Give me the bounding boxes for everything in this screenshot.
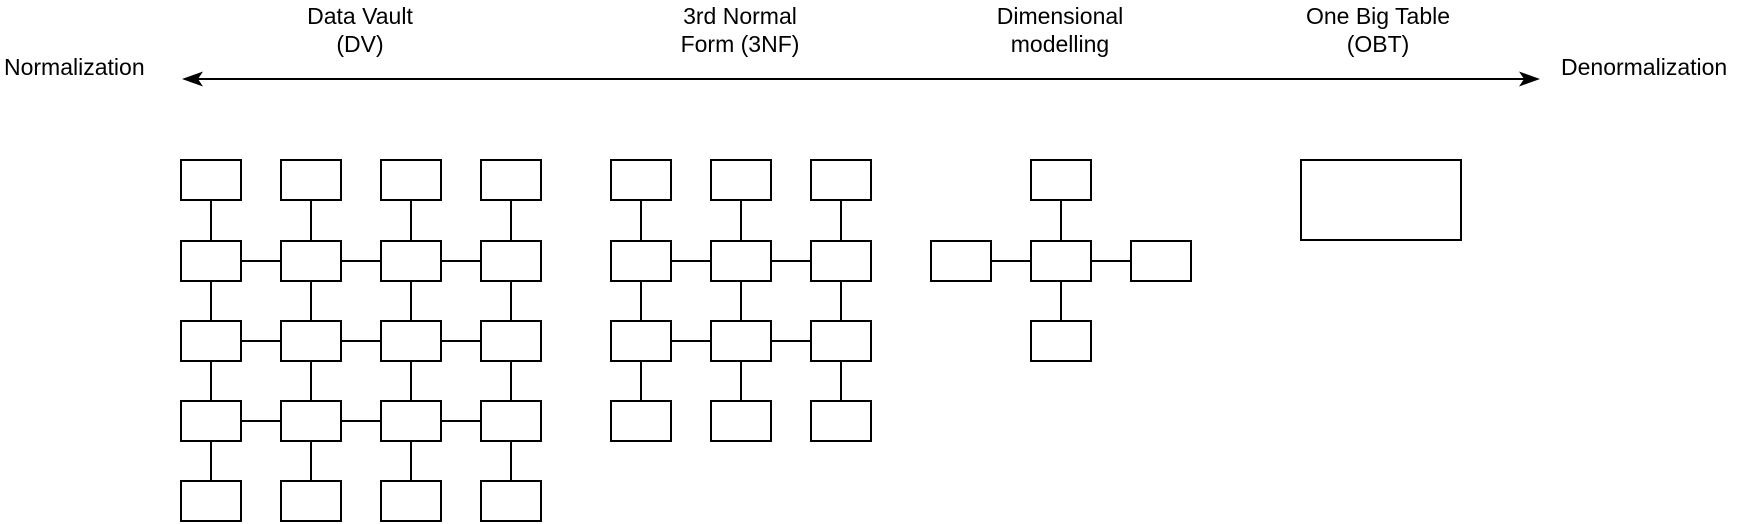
data-vault-entity-box bbox=[280, 240, 342, 282]
dimensional-star-dimension-box bbox=[930, 240, 992, 282]
data-vault-entity-box bbox=[280, 480, 342, 522]
data-vault-entity-box bbox=[180, 400, 242, 442]
third-normal-form-entity-box bbox=[710, 159, 772, 201]
header-dimensional-modelling: Dimensional modelling bbox=[930, 2, 1190, 58]
data-vault-entity-box bbox=[380, 320, 442, 362]
header-data-vault-line1: Data Vault bbox=[307, 3, 413, 29]
spectrum-arrowhead-right bbox=[1519, 71, 1540, 87]
dimensional-star-dimension-box bbox=[1130, 240, 1192, 282]
data-vault-entity-box bbox=[380, 240, 442, 282]
header-dimensional-modelling-line1: Dimensional bbox=[996, 3, 1124, 29]
data-vault-entity-box bbox=[480, 480, 542, 522]
data-vault-entity-box bbox=[280, 320, 342, 362]
header-data-vault: Data Vault (DV) bbox=[230, 2, 490, 58]
normalization-axis-label: Normalization bbox=[4, 54, 145, 80]
header-third-normal-form: 3rd Normal Form (3NF) bbox=[610, 2, 870, 58]
data-vault-entity-box bbox=[280, 159, 342, 201]
dimensional-star-fact-box bbox=[1030, 240, 1092, 282]
data-vault-entity-box bbox=[180, 159, 242, 201]
third-normal-form-entity-box bbox=[610, 159, 672, 201]
data-vault-entity-box bbox=[180, 320, 242, 362]
spectrum-arrowhead-left bbox=[182, 71, 203, 87]
third-normal-form-entity-box bbox=[810, 240, 872, 282]
data-vault-entity-box bbox=[480, 159, 542, 201]
dimensional-star-dimension-box bbox=[1030, 159, 1092, 201]
header-third-normal-form-line1: 3rd Normal bbox=[683, 3, 797, 29]
header-dimensional-modelling-line2: modelling bbox=[1010, 31, 1110, 57]
data-vault-entity-box bbox=[280, 400, 342, 442]
third-normal-form-entity-box bbox=[710, 240, 772, 282]
header-one-big-table-line2: (OBT) bbox=[1346, 31, 1410, 57]
dimensional-star-dimension-box bbox=[1030, 320, 1092, 362]
third-normal-form-entity-box bbox=[710, 400, 772, 442]
one-big-table-entity-box bbox=[1300, 159, 1462, 241]
header-third-normal-form-line2: Form (3NF) bbox=[680, 31, 800, 57]
data-vault-entity-box bbox=[380, 400, 442, 442]
third-normal-form-entity-box bbox=[610, 240, 672, 282]
third-normal-form-entity-box bbox=[610, 400, 672, 442]
header-one-big-table: One Big Table (OBT) bbox=[1248, 2, 1508, 58]
header-one-big-table-line1: One Big Table bbox=[1305, 3, 1451, 29]
data-vault-entity-box bbox=[380, 480, 442, 522]
data-vault-entity-box bbox=[480, 240, 542, 282]
third-normal-form-entity-box bbox=[810, 400, 872, 442]
data-vault-entity-box bbox=[380, 159, 442, 201]
data-vault-entity-box bbox=[180, 240, 242, 282]
third-normal-form-entity-box bbox=[610, 320, 672, 362]
data-vault-entity-box bbox=[180, 480, 242, 522]
data-vault-entity-box bbox=[480, 320, 542, 362]
denormalization-axis-label: Denormalization bbox=[1561, 54, 1728, 80]
third-normal-form-entity-box bbox=[710, 320, 772, 362]
third-normal-form-entity-box bbox=[810, 159, 872, 201]
header-data-vault-line2: (DV) bbox=[336, 31, 384, 57]
data-vault-entity-box bbox=[480, 400, 542, 442]
third-normal-form-entity-box bbox=[810, 320, 872, 362]
